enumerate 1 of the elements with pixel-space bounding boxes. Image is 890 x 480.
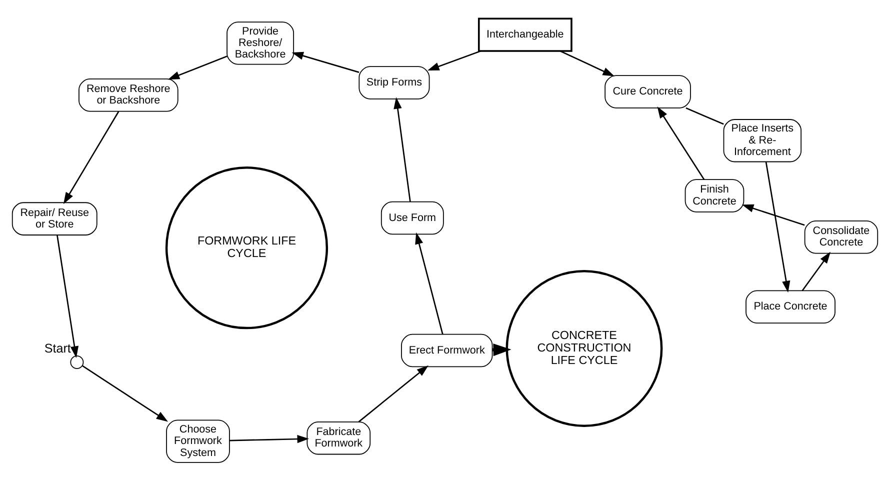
node-label: Start	[44, 341, 71, 356]
